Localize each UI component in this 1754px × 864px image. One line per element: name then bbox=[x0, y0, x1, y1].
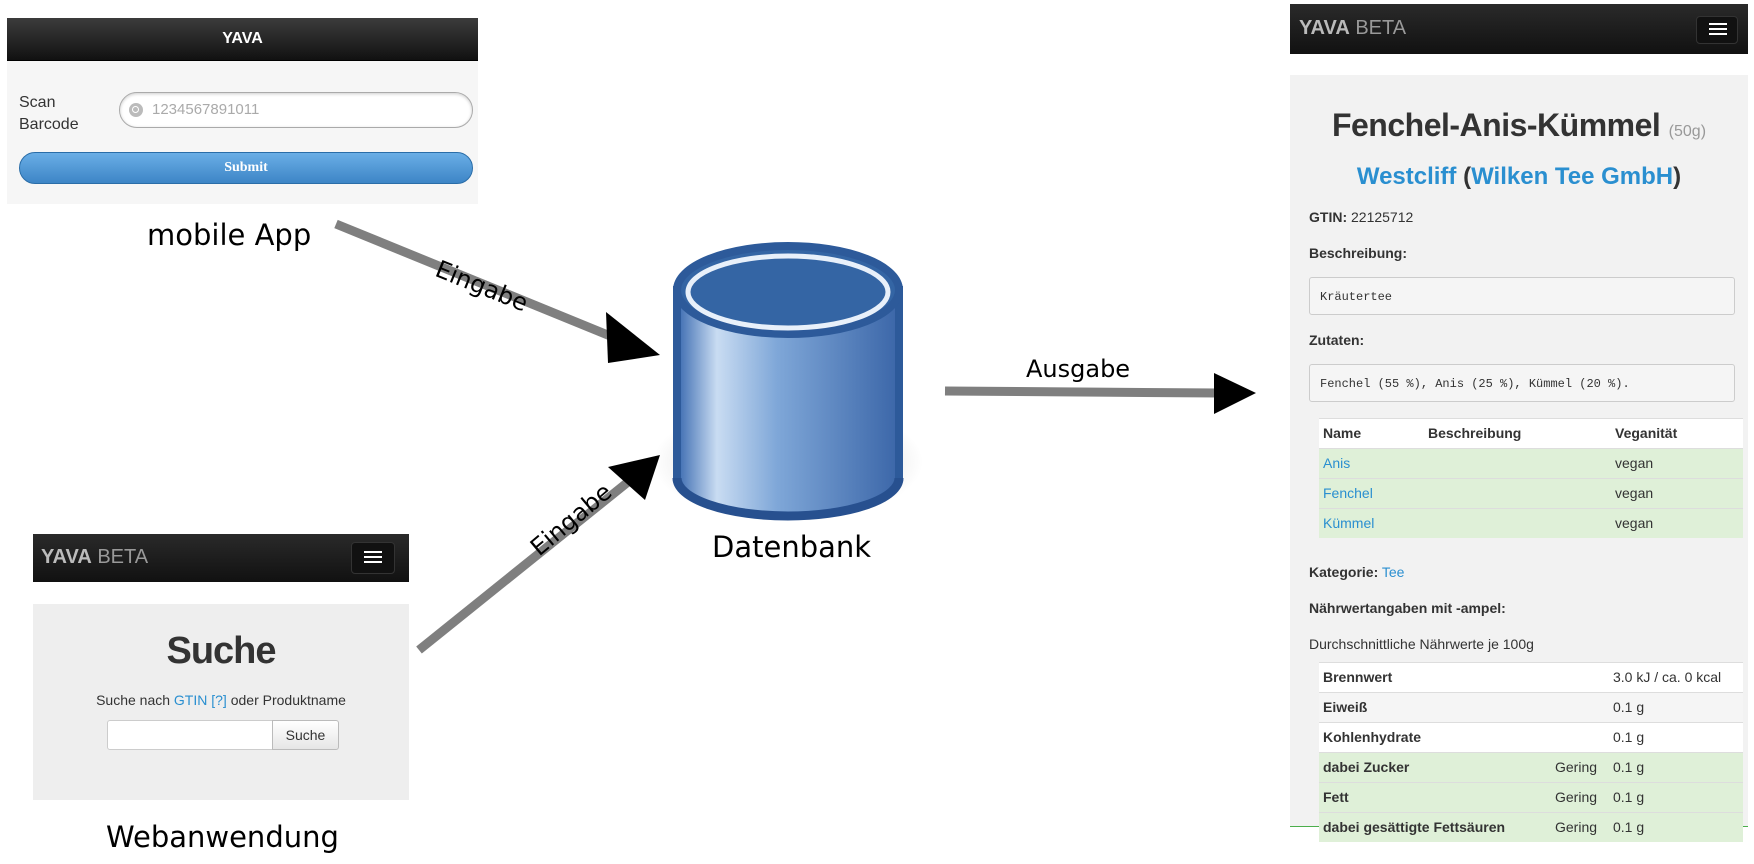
table-row: Fett Gering 0.1 g bbox=[1319, 782, 1743, 812]
ingredient-vegan: vegan bbox=[1615, 515, 1654, 531]
scan-barcode-label: Scan Barcode bbox=[19, 94, 79, 133]
web-brand-bold: YAVA bbox=[41, 546, 92, 568]
mobile-app-screenshot: YAVA Scan Barcode 1234567891011 Submit bbox=[7, 18, 478, 204]
input-arrow-top bbox=[334, 219, 660, 363]
ingredient-table: Name Beschreibung Veganität Anis vegan F… bbox=[1319, 418, 1743, 538]
product-weight: (50g) bbox=[1668, 123, 1707, 140]
ingredient-vegan: vegan bbox=[1615, 485, 1654, 501]
nutrient-level: Gering bbox=[1555, 789, 1598, 805]
nutrient-name: Fett bbox=[1323, 789, 1349, 805]
nutrient-value: 0.1 g bbox=[1613, 819, 1645, 835]
input-arrow-bottom bbox=[416, 455, 660, 654]
nutrient-name: Kohlenhydrate bbox=[1323, 729, 1422, 745]
nutrient-value: 0.1 g bbox=[1613, 699, 1645, 715]
table-row: Anis vegan bbox=[1319, 448, 1743, 478]
search-input[interactable] bbox=[107, 720, 275, 750]
nutrient-name: Brennwert bbox=[1323, 669, 1393, 685]
table-row: dabei gesättigte Fettsäuren Gering 0.1 g bbox=[1319, 812, 1743, 842]
web-app-screenshot: YAVA BETA Suche Suche nach GTIN [?] oder… bbox=[33, 534, 409, 800]
search-button[interactable]: Suche bbox=[272, 720, 339, 750]
column-header: Name bbox=[1323, 425, 1362, 441]
nutrition-table: Brennwert 3.0 kJ / ca. 0 kcal Eiweiß 0.1… bbox=[1319, 662, 1743, 842]
menu-icon[interactable] bbox=[1696, 16, 1738, 44]
nutrient-value: 0.1 g bbox=[1613, 759, 1645, 775]
product-details: Fenchel-Anis-Kümmel (50g) Westcliff (Wil… bbox=[1290, 75, 1748, 842]
description-label: Beschreibung: bbox=[1309, 245, 1408, 261]
database-icon bbox=[653, 242, 923, 522]
ingredient-link[interactable]: Kümmel bbox=[1323, 515, 1375, 531]
ingredient-link[interactable]: Fenchel bbox=[1323, 485, 1373, 501]
product-brand[interactable]: YAVA BETA bbox=[1299, 17, 1406, 40]
manufacturer-link[interactable]: Wilken Tee GmbH bbox=[1471, 163, 1674, 190]
table-row: Kümmel vegan bbox=[1319, 508, 1743, 538]
ingredient-link[interactable]: Anis bbox=[1323, 455, 1351, 471]
nutrition-subtitle: Durchschnittliche Nährwerte je 100g bbox=[1309, 636, 1534, 652]
web-brand[interactable]: YAVA BETA bbox=[41, 546, 148, 569]
gtin-row: GTIN: 22125712 bbox=[1309, 209, 1414, 225]
mobile-app-caption: mobile App bbox=[147, 218, 312, 252]
table-row: dabei Zucker Gering 0.1 g bbox=[1319, 752, 1743, 782]
nutrient-value: 0.1 g bbox=[1613, 789, 1645, 805]
search-title: Suche bbox=[166, 630, 276, 672]
category-row: Kategorie: Tee bbox=[1309, 564, 1405, 580]
product-page-screenshot: YAVA BETA Fenchel-Anis-Kümmel (50g) West… bbox=[1290, 4, 1748, 842]
brand-link[interactable]: Westcliff bbox=[1356, 163, 1457, 190]
table-row: Brennwert 3.0 kJ / ca. 0 kcal bbox=[1319, 662, 1743, 692]
gtin-value: 22125712 bbox=[1351, 209, 1414, 225]
submit-button[interactable]: Submit bbox=[19, 152, 473, 184]
nutrient-name: dabei Zucker bbox=[1323, 759, 1410, 775]
barcode-input[interactable]: 1234567891011 bbox=[119, 92, 473, 128]
table-row: Fenchel vegan bbox=[1319, 478, 1743, 508]
category-link[interactable]: Tee bbox=[1381, 564, 1405, 580]
nutrient-name: dabei gesättigte Fettsäuren bbox=[1323, 819, 1506, 835]
web-brand-light: BETA bbox=[97, 546, 149, 568]
ingredient-table-header: Name Beschreibung Veganität bbox=[1319, 418, 1743, 448]
search-icon bbox=[129, 103, 143, 117]
column-header: Beschreibung bbox=[1428, 425, 1522, 441]
web-navbar: YAVA BETA bbox=[33, 534, 409, 582]
nutrient-value: 0.1 g bbox=[1613, 729, 1645, 745]
gtin-link[interactable]: GTIN [?] bbox=[173, 692, 227, 708]
output-arrow bbox=[944, 373, 1256, 414]
column-header: Veganität bbox=[1615, 425, 1678, 441]
table-row: Eiweiß 0.1 g bbox=[1319, 692, 1743, 722]
mobile-app-header: YAVA bbox=[7, 18, 478, 61]
barcode-placeholder: 1234567891011 bbox=[152, 101, 260, 118]
menu-icon[interactable] bbox=[351, 542, 395, 574]
product-navbar: YAVA BETA bbox=[1290, 4, 1748, 54]
product-brandline: Westcliff (Wilken Tee GmbH) bbox=[1356, 163, 1682, 190]
search-hint: Suche nach GTIN [?] oder Produktname bbox=[96, 692, 346, 708]
nutrient-level: Gering bbox=[1555, 759, 1598, 775]
nutrient-level: Gering bbox=[1555, 819, 1598, 835]
ingredients-box: Fenchel (55 %), Anis (25 %), Kümmel (20 … bbox=[1309, 364, 1735, 402]
table-row: Kohlenhydrate 0.1 g bbox=[1319, 722, 1743, 752]
ingredient-vegan: vegan bbox=[1615, 455, 1654, 471]
ingredients-label: Zutaten: bbox=[1309, 332, 1365, 348]
product-title: Fenchel-Anis-Kümmel (50g) bbox=[1290, 107, 1748, 144]
product-name: Fenchel-Anis-Kümmel bbox=[1331, 107, 1661, 143]
output-arrow-label: Ausgabe bbox=[1026, 355, 1131, 383]
nutrition-label: Nährwertangaben mit -ampel: bbox=[1309, 600, 1506, 616]
search-panel: Suche Suche nach GTIN [?] oder Produktna… bbox=[33, 604, 409, 800]
nutrient-name: Eiweiß bbox=[1323, 699, 1368, 715]
product-brand-light: BETA bbox=[1355, 17, 1407, 39]
nutrient-value: 3.0 kJ / ca. 0 kcal bbox=[1613, 669, 1722, 685]
description-box: Kräutertee bbox=[1309, 277, 1735, 315]
web-app-caption: Webanwendung bbox=[106, 820, 339, 854]
product-brand-bold: YAVA bbox=[1299, 17, 1350, 39]
database-label: Datenbank bbox=[712, 530, 872, 564]
